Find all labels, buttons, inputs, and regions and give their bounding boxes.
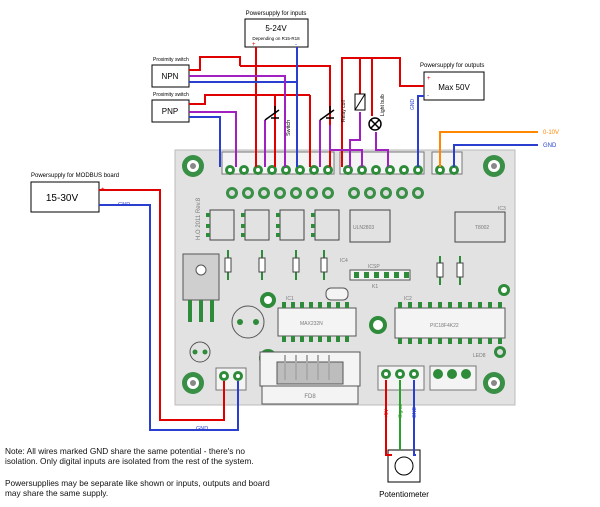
psu-board-minus: - <box>101 203 103 209</box>
ic2 <box>394 302 506 344</box>
pot-plus-label: +5V <box>384 408 390 418</box>
psu-outputs-value: Max 50V <box>438 83 470 92</box>
led8 <box>494 346 506 358</box>
uln-label: ULN2803 <box>353 225 374 231</box>
mount-hole-tl <box>182 155 204 177</box>
max232-label: MAX232N <box>300 321 323 327</box>
icsp-label: ICSP <box>368 264 380 270</box>
psu-outputs-plus: + <box>427 76 431 82</box>
gnd-board-label: GND <box>118 202 130 208</box>
potentiometer-label: Potentiometer <box>379 490 429 499</box>
psu-inputs-plus: + <box>252 42 256 48</box>
fd8-label: FD8 <box>304 394 316 400</box>
potentiometer-knob <box>394 456 414 476</box>
psu-board-plus: + <box>101 187 105 193</box>
psu-outputs-box <box>423 71 485 101</box>
ic4-label: IC4 <box>340 258 348 264</box>
note-line3: Powersupplies may be separate like shown… <box>5 478 270 488</box>
terminal-inputs <box>221 151 335 175</box>
led8-label: LED8 <box>473 353 486 359</box>
terminal-extra <box>429 365 477 391</box>
psu-board-value: 15-30V <box>46 193 79 204</box>
switch-label: Switch <box>286 120 292 136</box>
prox2-value: PNP <box>162 107 178 116</box>
psu-outputs-minus: - <box>427 93 429 99</box>
mount-hole-bl <box>182 372 204 394</box>
capacitor-c6 <box>231 305 265 339</box>
prox1-value: NPN <box>162 72 179 81</box>
pic-label: PIC18F4K22 <box>430 323 459 329</box>
rev-label: H.O 2011 Rev.8 <box>196 197 202 240</box>
note-line1: Note: All wires marked GND share the sam… <box>5 446 245 456</box>
psu-inputs-box <box>244 18 309 48</box>
ic2-label: IC2 <box>404 296 412 302</box>
psu-inputs-title: Powersupply for inputs <box>246 11 307 17</box>
regulator <box>182 253 220 322</box>
mount-hole-br <box>483 372 505 394</box>
note-line4: may share the same supply. <box>5 488 109 498</box>
gnd-out-label: GND <box>410 99 416 111</box>
light-bulb-symbol <box>368 117 382 131</box>
pot-signal-label: Signal <box>398 404 404 418</box>
prox1-title: Proximity switch <box>153 57 189 63</box>
analog-010-label: 0-10V <box>543 130 559 136</box>
psu-board-title: Powersupply for MODBUS board <box>31 173 119 179</box>
pot-gnd-label: GND <box>412 407 418 419</box>
terminal-board-power <box>215 367 247 391</box>
analog-gnd-label: GND <box>543 143 557 149</box>
mount-hole-tr <box>483 155 505 177</box>
ic1 <box>277 302 357 342</box>
relay-coil-label: Relay coil <box>341 100 347 122</box>
prox2-title: Proximity switch <box>153 92 189 98</box>
capacitor-small <box>189 341 211 363</box>
relay-coil-symbol <box>354 93 366 111</box>
psu-board-box <box>30 181 100 213</box>
switch-symbols <box>264 106 335 121</box>
capacitor-top <box>260 292 276 308</box>
psu-inputs-minus: - <box>295 42 297 48</box>
note-line2: isolation. Only digital inputs are isola… <box>5 456 254 466</box>
psu-inputs-sub: Depending on R15-R18 <box>252 36 300 41</box>
gnd-bottom-label: GND <box>196 426 208 432</box>
ic1-label: IC1 <box>286 296 294 302</box>
terminal-analog-out <box>431 151 463 175</box>
psu-inputs-value: 5-24V <box>265 24 287 33</box>
k1-label: K1 <box>372 284 378 290</box>
ic3-label: IC3 <box>498 206 506 212</box>
light-bulb-label: Light bulb <box>380 94 386 116</box>
icsp-header <box>349 269 411 281</box>
pcb-board <box>174 149 516 406</box>
db9-connector <box>259 351 361 405</box>
t8002-label: T8002 <box>475 225 489 231</box>
psu-outputs-title: Powersupply for outputs <box>420 63 484 69</box>
crystal <box>325 287 349 301</box>
